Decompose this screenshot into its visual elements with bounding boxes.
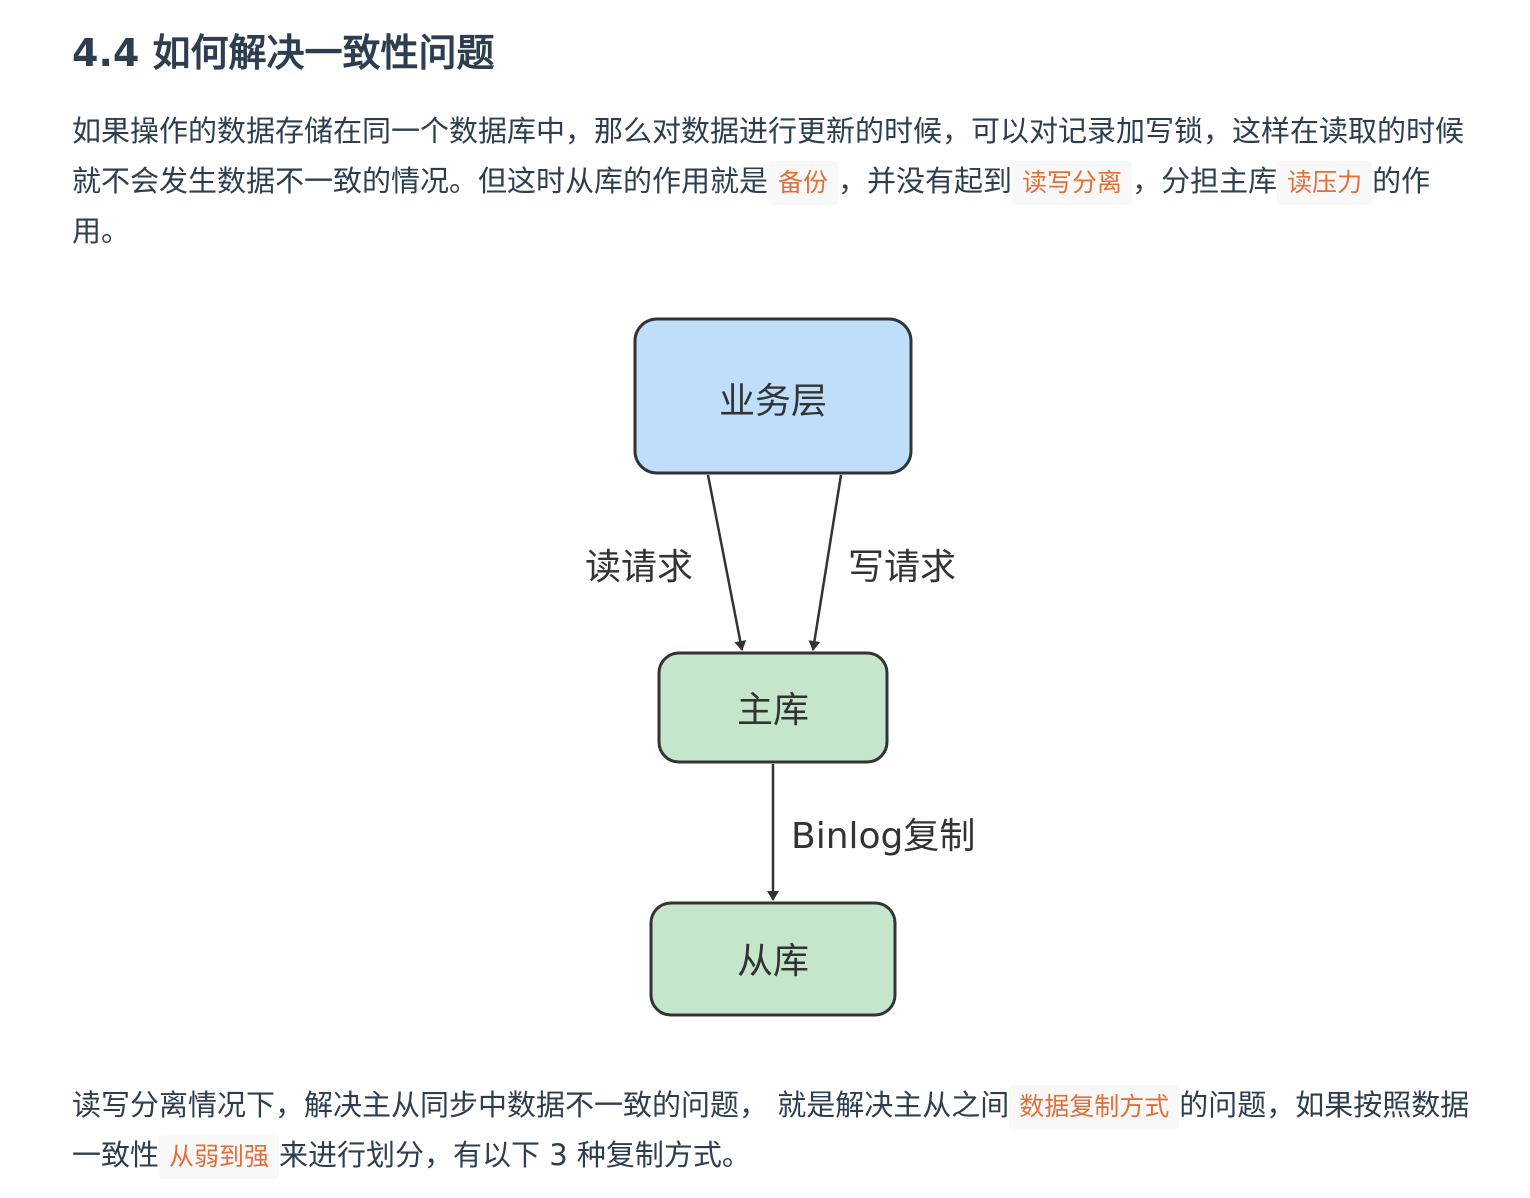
node-master-db-box (657, 651, 889, 764)
inline-code-replication-mode: 数据复制方式 (1009, 1085, 1180, 1129)
inline-code-backup: 备份 (768, 161, 839, 205)
para2-text-1: 读写分离情况下，解决主从同步中数据不一致的问题， 就是解决主从之间 (72, 1088, 1010, 1122)
inline-code-read-pressure: 读压力 (1277, 161, 1373, 205)
para1-text-2: ，并没有起到 (838, 164, 1013, 198)
inline-code-rw-split: 读写分离 (1012, 161, 1133, 205)
edge-binlog-replication-label: Binlog复制 (791, 816, 975, 857)
node-master-db: 主库 (657, 651, 889, 764)
inline-code-weak-to-strong: 从弱到强 (159, 1135, 280, 1179)
node-business-layer-box (633, 317, 913, 475)
edge-write-request-label: 写请求 (848, 547, 956, 588)
section-title: 4.4 如何解决一致性问题 (72, 31, 495, 75)
node-business-layer: 业务层 (633, 317, 913, 475)
para1-text-4: 的作用。 (72, 164, 1431, 248)
edge-read-request-label: 读请求 (585, 547, 693, 588)
node-master-db-label: 主库 (737, 690, 809, 731)
para1-text-1: 如果操作的数据存储在同一个数据库中，那么对数据进行更新的时候，可以对记录加写锁，… (72, 114, 1465, 198)
node-slave-db: 从库 (649, 901, 897, 1017)
edge-read-request (706, 474, 747, 651)
paragraph-replication-intro: 读写分离情况下，解决主从同步中数据不一致的问题， 就是解决主从之间数据复制方式的… (72, 1080, 1472, 1180)
para2-text-3: 来进行划分，有以下 3 种复制方式。 (279, 1138, 751, 1172)
node-slave-db-box (649, 901, 897, 1017)
edge-write-request (808, 474, 843, 651)
node-business-layer-label: 业务层 (719, 381, 827, 422)
paragraph-consistency-intro: 如果操作的数据存储在同一个数据库中，那么对数据进行更新的时候，可以对记录加写锁，… (72, 106, 1472, 256)
para1-text-3: ，分担主库 (1132, 164, 1278, 198)
node-slave-db-label: 从库 (737, 941, 809, 982)
para2-text-2: 的问题，如果按照数据一致性 (72, 1088, 1470, 1172)
